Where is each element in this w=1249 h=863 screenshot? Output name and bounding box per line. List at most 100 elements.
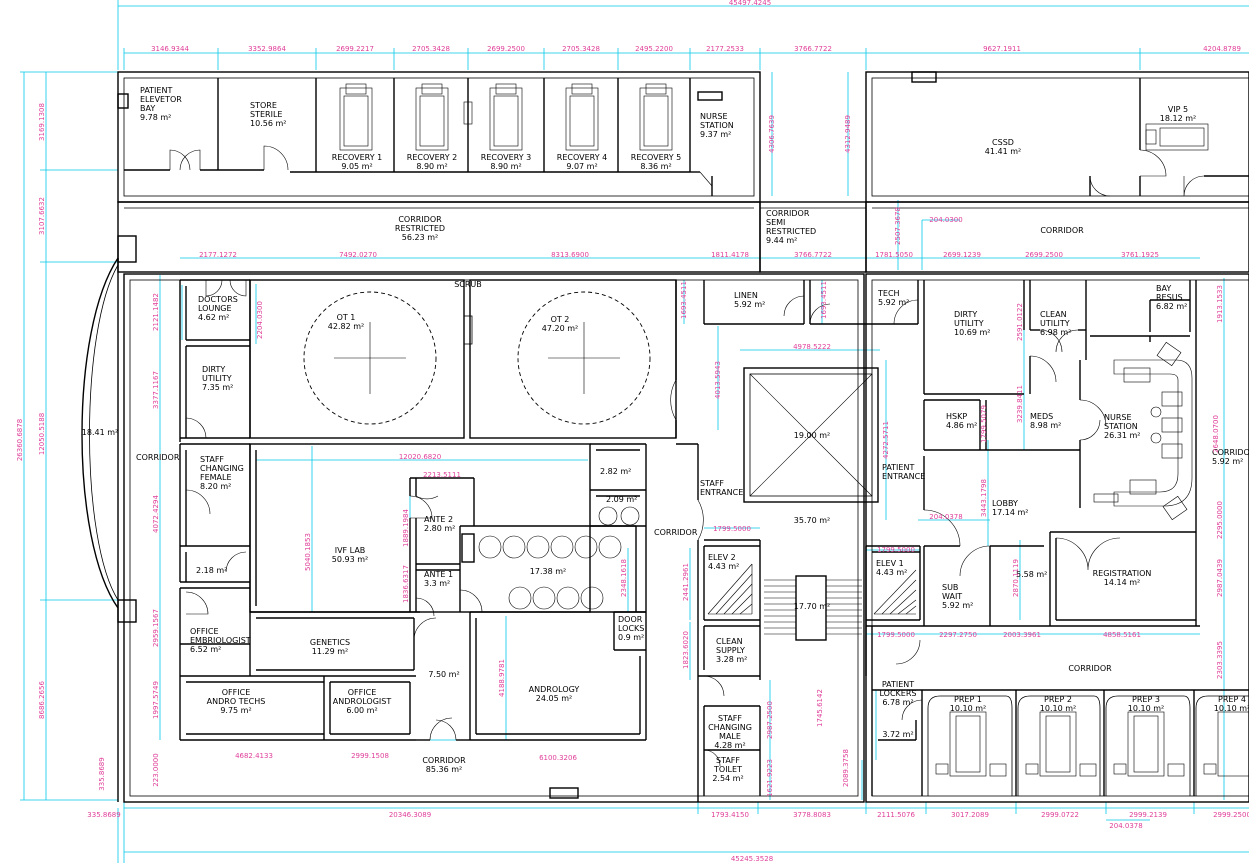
dimension-v-16: 1693.4511 — [820, 281, 828, 319]
dimension-v-7: 1693.4511 — [680, 281, 688, 319]
dimension-mid-7: 2699.1239 — [943, 251, 981, 259]
dimension-v-28: 2987.0439 — [1216, 559, 1224, 597]
ot-2-area: 47.20 m² — [542, 324, 578, 333]
store-sterile-label: STERILE — [250, 110, 282, 119]
corridor-semi-restricted-area: 9.44 m² — [766, 236, 797, 245]
corridor-center-label: CORRIDOR — [654, 528, 698, 537]
furniture — [303, 83, 1249, 777]
nurse-station-top-area: 9.37 m² — [700, 130, 731, 139]
small-558-area: 5.58 m² — [1016, 570, 1047, 579]
recovery-4-label: RECOVERY 4 — [557, 153, 607, 162]
bay-resus-area: 6.82 m² — [1156, 302, 1187, 311]
corridor-semi-restricted-label: SEMI — [766, 218, 785, 227]
dimension-v-19: 3239.8411 — [1016, 385, 1024, 423]
dimension-bot-8: 2999.2139 — [1129, 811, 1167, 819]
dimension-bot-10: 2999.2500 — [1213, 811, 1249, 819]
ante-2-area: 2.80 m² — [424, 524, 455, 533]
vip-5-label: VIP 5 — [1168, 105, 1188, 114]
corridor-restricted-area: 56.23 m² — [402, 233, 438, 242]
clean-utility-label: UTILITY — [1040, 319, 1070, 328]
dimension-in-3: 2213.5111 — [423, 471, 461, 479]
cssd-label: CSSD — [992, 138, 1014, 147]
dimension-mid-4: 1811.4178 — [711, 251, 749, 259]
dimension-left-4: 8686.2656 — [38, 681, 46, 719]
dimension-low-3: 6100.3206 — [539, 754, 577, 762]
dimension-v-29: 2303.3395 — [1216, 641, 1224, 679]
corridor-bottom-area: 85.36 m² — [426, 765, 462, 774]
office-embriologist-label: EMBRIOLOGIST — [190, 636, 251, 645]
elev-2-label: ELEV 2 — [708, 553, 736, 562]
ot-1-area: 42.82 m² — [328, 322, 364, 331]
corridor-right-label: CORRIDOR — [1212, 448, 1249, 457]
prep-4-label: PREP 4 — [1218, 695, 1246, 704]
ante-1-label: ANTE 1 — [424, 570, 453, 579]
ante-1-area: 3.3 m² — [424, 579, 450, 588]
prep-1-label: PREP 1 — [954, 695, 982, 704]
dimension-v-5: 2348.1618 — [620, 559, 628, 597]
office-andro-techs-label: ANDRO TECHS — [207, 697, 266, 706]
dimension-mid-6: 1781.5050 — [875, 251, 913, 259]
staff-toilet-label: TOILET — [713, 765, 742, 774]
dimension-top-3: 2699.2217 — [336, 45, 374, 53]
staff-changing-male-label: STAFF — [718, 714, 742, 723]
dimension-bot-6: 3017.2089 — [951, 811, 989, 819]
genetics-area: 11.29 m² — [312, 647, 348, 656]
clean-supply-label: SUPPLY — [716, 646, 745, 655]
dimension-v-27: 2295.0000 — [1216, 501, 1224, 539]
andrology-label: ANDROLOGY — [529, 685, 580, 694]
dimension-top-4: 2705.3428 — [412, 45, 450, 53]
staff-changing-male-area: 4.28 m² — [714, 741, 745, 750]
dimension-mid-5: 3766.7722 — [794, 251, 832, 259]
dimension-bot-9: 204.0378 — [1109, 822, 1142, 830]
dimension-top-9: 3766.7722 — [794, 45, 832, 53]
dimension-mid-8: 2699.2500 — [1025, 251, 1063, 259]
door-locks-label: LOCKS — [618, 624, 644, 633]
recovery-1-area: 9.05 m² — [341, 162, 372, 171]
office-embriologist-label: OFFICE — [190, 627, 219, 636]
dimension-top-8: 2177.2533 — [706, 45, 744, 53]
dimension-in-1: 4978.5222 — [793, 343, 831, 351]
prep-3-area: 10.10 m² — [1128, 704, 1164, 713]
dimension-left-8: 4072.4294 — [152, 495, 160, 533]
dimension-v-22: 2870.1119 — [1012, 559, 1020, 597]
dimension-v-8: 4013.5943 — [714, 361, 722, 399]
office-embriologist-area: 6.52 m² — [190, 645, 221, 654]
dirty-utility-right-area: 10.69 m² — [954, 328, 990, 337]
ot-1-label: OT 1 — [337, 313, 356, 322]
ivf-lab-label: IVF LAB — [335, 546, 366, 555]
dimension-top-10: 9627.1911 — [983, 45, 1021, 53]
small-209-area: 2.09 m² — [606, 495, 637, 504]
dimension-top-1: 3146.9344 — [151, 45, 189, 53]
dimension-v-3: 1889.1984 — [402, 509, 410, 547]
lobby-area: 17.14 m² — [992, 508, 1028, 517]
staff-toilet-area: 2.54 m² — [712, 774, 743, 783]
tech-area: 5.92 m² — [878, 298, 909, 307]
dimension-in-6: 1799.5000 — [877, 546, 915, 554]
dimension-top-6: 2705.3428 — [562, 45, 600, 53]
office-andrologist-area: 6.00 m² — [346, 706, 377, 715]
store-sterile-label: STORE — [250, 101, 277, 110]
recovery-1-label: RECOVERY 1 — [332, 153, 382, 162]
dimension-left-6: 2121.1482 — [152, 293, 160, 331]
dimension-bot-1: 335.8689 — [87, 811, 120, 819]
dimension-v-6: 4188.9781 — [498, 659, 506, 697]
linen-area: 5.92 m² — [734, 300, 765, 309]
walls — [81, 71, 1249, 803]
nurse-station-right-label: NURSE — [1104, 413, 1132, 422]
dimension-left-7: 3377.1167 — [152, 371, 160, 409]
nurse-station-right-area: 26.31 m² — [1104, 431, 1140, 440]
corridor-left-label: CORRIDOR — [136, 453, 180, 462]
dimension-v-17: 4272.5711 — [882, 421, 890, 459]
clean-supply-label: CLEAN — [716, 637, 743, 646]
door-locks-area: 0.9 m² — [618, 633, 644, 642]
dimension-bot-3: 1793.4150 — [711, 811, 749, 819]
bay-resus-label: BAY — [1156, 284, 1171, 293]
office-andrologist-label: OFFICE — [348, 688, 377, 697]
patient-lockers-label: LOCKERS — [880, 689, 917, 698]
staff-changing-female-label: CHANGING — [200, 464, 244, 473]
corridor-right-area: 5.92 m² — [1212, 457, 1243, 466]
sub-wait-label: WAIT — [942, 592, 962, 601]
tech-label: TECH — [877, 289, 900, 298]
nurse-station-top-label: STATION — [700, 121, 734, 130]
